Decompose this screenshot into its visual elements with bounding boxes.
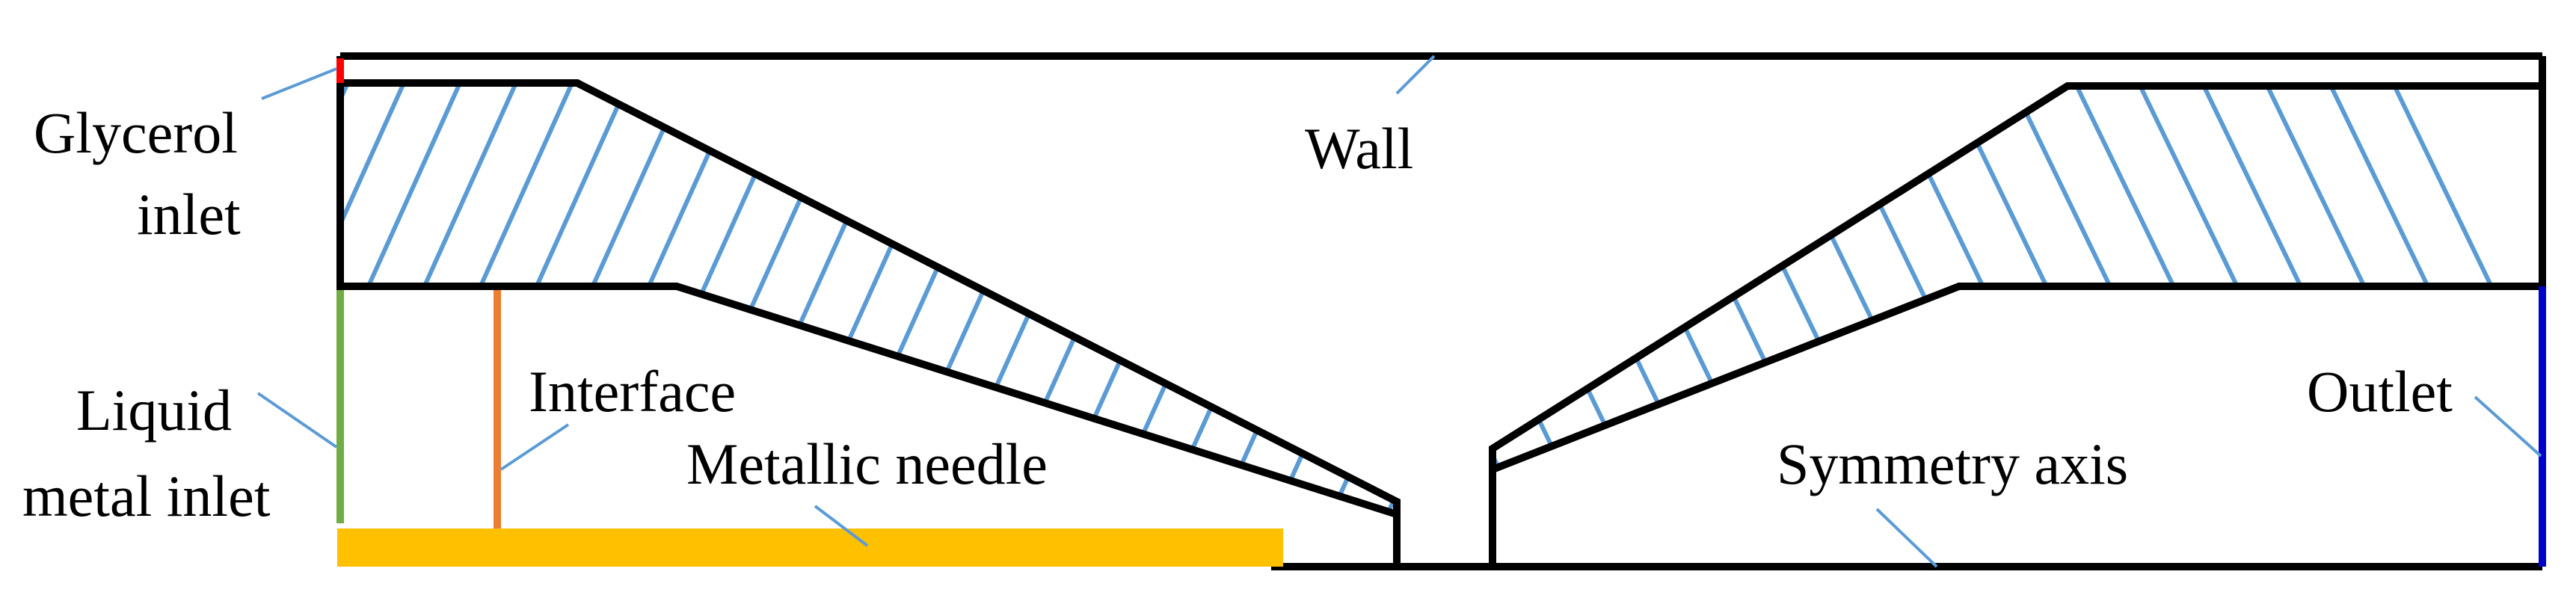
glycerol-inlet-label-line2: inlet <box>137 182 241 247</box>
hatch-line <box>2133 86 2354 469</box>
liquid-metal-inlet-label-line2: metal inlet <box>22 463 271 529</box>
hatch-line <box>340 83 522 514</box>
leader-wall <box>1395 55 1436 95</box>
metallic-needle-label: Metallic needle <box>686 431 1048 496</box>
hatch-line <box>1439 75 1641 523</box>
leader-outlet <box>2474 395 2542 458</box>
metallic-needle <box>337 529 1283 567</box>
hatch-line <box>428 83 634 514</box>
outlet-label: Outlet <box>2307 359 2453 424</box>
leader-interface <box>499 423 570 471</box>
liquid-metal-inlet-label-line1: Liquid <box>76 378 232 443</box>
hatch-line <box>340 83 466 514</box>
hatch-line <box>372 83 578 514</box>
leader-metallic-needle <box>814 505 869 547</box>
hatch-line <box>1054 75 1271 523</box>
symmetry-axis-label: Symmetry axis <box>1777 431 2128 496</box>
hatch-line <box>2260 86 2481 469</box>
hatch-line <box>2323 86 2542 469</box>
leader-liquid-metal-inlet <box>256 392 338 449</box>
hatch-line <box>340 83 410 514</box>
glycerol-inlet-label-line1: Glycerol <box>34 100 238 165</box>
leader-glycerol-inlet <box>261 67 337 100</box>
hatch-line <box>484 83 690 514</box>
wall-label: Wall <box>1305 116 1413 181</box>
hatch-line <box>1493 86 1655 469</box>
leader-symmetry-axis <box>1875 508 1938 568</box>
hatch-line <box>1561 86 1782 469</box>
hatch-line <box>1381 83 1397 514</box>
interface-label: Interface <box>529 359 736 424</box>
hatch-line <box>2387 86 2542 469</box>
hatch-line <box>2196 86 2417 469</box>
